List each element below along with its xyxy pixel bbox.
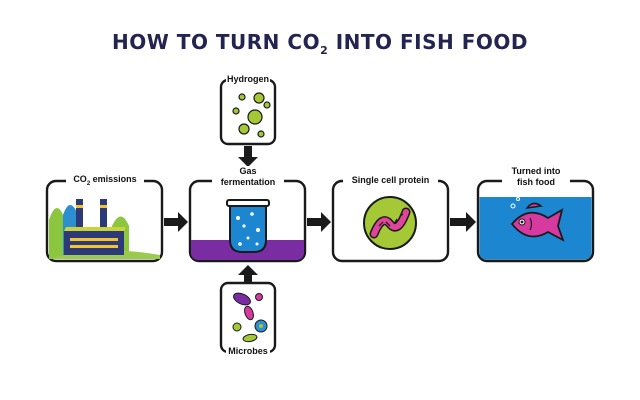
gas-fermentation-step xyxy=(188,179,307,263)
microbes-icon xyxy=(232,292,268,343)
hydrogen-input xyxy=(219,78,277,146)
arrow-icon xyxy=(238,146,258,167)
fish-icon xyxy=(510,197,565,242)
arrow-icon xyxy=(164,212,188,232)
bioreactor-icon xyxy=(191,199,304,260)
arrow-icon xyxy=(450,212,476,232)
microbes-label: Microbes xyxy=(226,346,270,357)
factory-icon xyxy=(49,199,160,259)
single-cell-protein-label: Single cell protein xyxy=(343,175,438,186)
fish-food-step xyxy=(476,179,595,263)
microbes-input xyxy=(219,281,277,354)
emissions-step xyxy=(45,179,164,263)
diagram-title: HOW TO TURN CO2 INTO FISH FOOD xyxy=(112,30,528,57)
arrow-icon xyxy=(307,212,331,232)
hydrogen-bubbles-icon xyxy=(232,92,271,138)
hydrogen-label: Hydrogen xyxy=(226,74,270,85)
arrow-icon xyxy=(238,265,258,282)
single-cell-protein-step xyxy=(331,179,450,263)
protein-cell-icon xyxy=(363,196,417,250)
emissions-label: CO2 emissions xyxy=(66,174,144,190)
